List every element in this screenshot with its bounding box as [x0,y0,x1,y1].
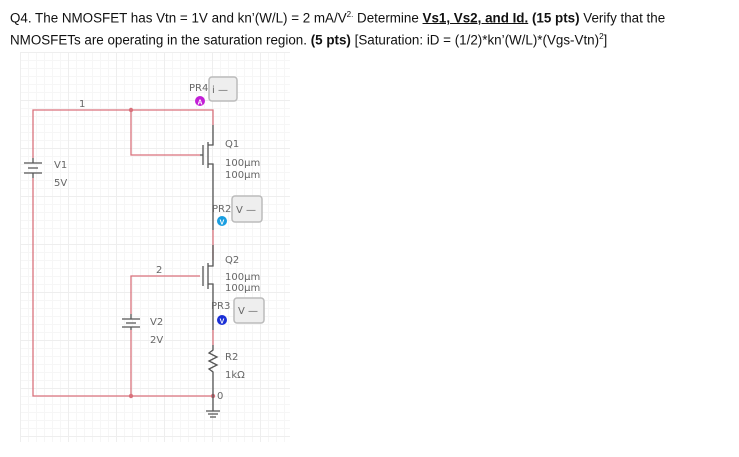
node-2-label: 2 [156,265,162,276]
junction [128,393,134,399]
r2-name: R2 [225,352,238,363]
voltmeter-probe-icon [217,216,227,226]
devices [24,125,220,418]
q1-width: 100µm [225,158,260,169]
v1-name: V1 [54,160,67,171]
q1-name: Q1 [225,139,239,150]
pr4-readout-box[interactable] [208,76,238,102]
junction [128,107,134,113]
probe-pr2[interactable]: PR2 V — V [212,195,263,227]
probe-pr4[interactable]: PR4 i — A [189,76,238,107]
voltmeter-probe-icon [217,315,227,325]
pr4-readout: i — [212,85,228,96]
pr3-readout: V — [238,306,258,317]
pr2-badge: V [220,220,225,227]
q2-length: 100µm [225,283,260,294]
v1-value: 5V [54,178,67,189]
node-0-label: 0 [217,391,223,402]
r2-value: 1kΩ [225,370,245,381]
pr2-readout-box[interactable] [231,195,263,223]
q2-name: Q2 [225,255,239,266]
v2-name: V2 [150,317,163,328]
pr4-badge: A [197,100,202,107]
ammeter-probe-icon [195,96,205,106]
q1-length: 100µm [225,170,260,181]
probe-pr3[interactable]: PR3 V — V [211,297,265,326]
v2-value: 2V [150,335,163,346]
question-text: Q4. The NMOSFET has Vtn = 1V and kn’(W/L… [10,10,666,48]
wires [32,109,214,397]
pr3-readout-box[interactable] [233,297,265,324]
pr3-label: PR3 [211,301,230,312]
pr3-badge: V [220,319,225,326]
node-1-label: 1 [79,99,85,110]
targets: Vs1, Vs2, and Id. [422,10,529,26]
pr4-label: PR4 [189,83,208,94]
circuit-canvas[interactable] [20,52,290,442]
pr2-label: PR2 [212,204,231,215]
q2-width: 100µm [225,272,260,283]
pr2-readout: V — [236,205,256,216]
